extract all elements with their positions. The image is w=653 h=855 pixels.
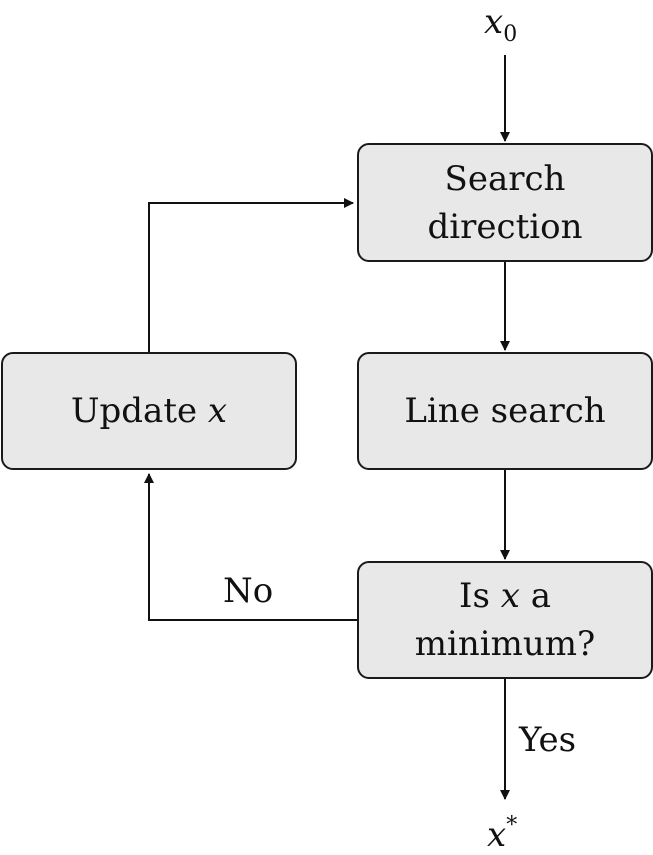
search-direction-node: Search direction [357,143,653,262]
update-x-text: Update [70,391,208,431]
line-search-node: Line search [357,352,653,470]
start-subscript: 0 [503,22,518,47]
arrow-update-to-search [148,198,354,352]
line-search-label: Line search [404,391,606,431]
edge-label-no: No [223,571,274,611]
search-direction-line2: direction [427,206,583,247]
minimum-check-post: a [519,576,551,616]
update-x-node: Update x [1,352,297,470]
minimum-check-pre: Is [459,576,501,616]
search-direction-line1: Search [444,158,566,199]
start-label: x0 [484,2,517,55]
minimum-check-line1: Is x a [415,572,596,620]
edge-label-yes: Yes [519,720,577,760]
minimum-check-line2: minimum? [414,624,596,664]
end-label: x* [487,806,517,855]
arrow-check-to-update [144,473,358,621]
start-var: x [484,2,504,42]
end-superscript: * [506,813,518,838]
minimum-check-var: x [500,576,520,616]
update-x-var: x [207,391,228,431]
end-var: x [487,815,507,855]
minimum-check-node: Is x a minimum? [357,561,653,679]
